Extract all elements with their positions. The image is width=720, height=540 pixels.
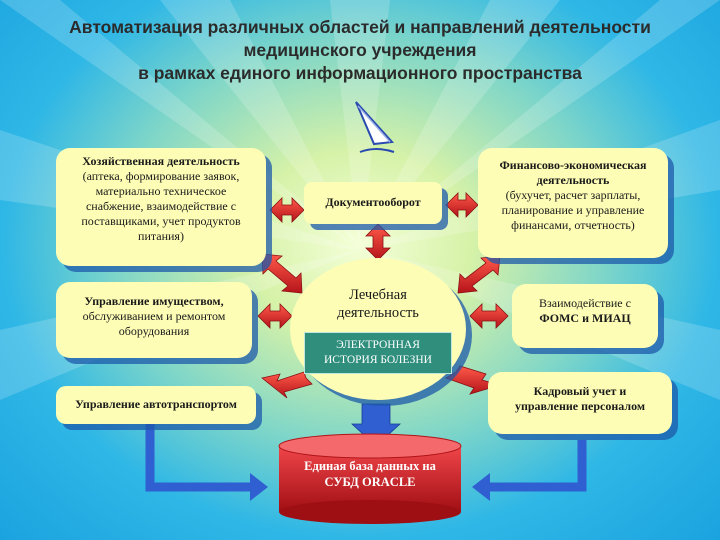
- arrow-center-hr: [445, 365, 502, 395]
- hr-line-1: Кадровый учет и: [533, 384, 627, 398]
- property-line-1: обслуживанием и ремонтом: [82, 309, 226, 323]
- finance-heading-2: деятельность: [536, 173, 610, 187]
- arrow-center-foms: [469, 303, 509, 329]
- box-transport-management: Управление автотранспортом: [56, 386, 256, 424]
- arrow-docflow-finance: [445, 192, 479, 218]
- foms-line-2: ФОМС и МИАЦ: [539, 311, 631, 325]
- arrow-finance-center: [457, 255, 501, 294]
- database-label: Единая база данных на СУБД ORACLE: [275, 458, 465, 490]
- box-foms-interaction: Взаимодействие с ФОМС и МИАЦ: [512, 284, 658, 348]
- database-cylinder: [278, 433, 462, 524]
- economic-line-3: снабжение, взаимодействие с: [85, 199, 237, 213]
- title-line-3: в рамках единого информационного простра…: [138, 63, 582, 83]
- economic-line-2: материально техническое: [95, 184, 227, 198]
- box-financial-activity: Финансово-экономическая деятельность (бу…: [478, 148, 668, 258]
- arrow-center-transport: [261, 371, 313, 399]
- economic-line-4: поставщиками, учет продуктов: [81, 214, 241, 228]
- arrow-economy-docflow: [269, 197, 305, 223]
- box-document-flow: Документооборот: [304, 182, 442, 224]
- center-title: Лечебная деятельность: [300, 286, 456, 322]
- box-hr-management: Кадровый учет и управление персоналом: [488, 372, 672, 434]
- finance-heading-1: Финансово-экономическая: [499, 158, 647, 172]
- docflow-label: Документооборот: [325, 195, 421, 209]
- box-property-management: Управление имуществом, обслуживанием и р…: [56, 282, 252, 358]
- economic-heading: Хозяйственная деятельность: [82, 154, 240, 168]
- slide-title: Автоматизация различных областей и напра…: [20, 16, 700, 85]
- economic-line-1: (аптека, формирование заявок,: [82, 169, 240, 183]
- connector-hr-db: [490, 440, 587, 492]
- arrow-property-center: [257, 303, 293, 329]
- box-economic-activity: Хозяйственная деятельность (аптека, форм…: [56, 148, 266, 266]
- arrow-docflow-center: [365, 223, 391, 261]
- property-line-2: оборудования: [118, 324, 190, 338]
- center-title-line-1: Лечебная: [349, 287, 407, 303]
- database-line-1: Единая база данных на: [304, 459, 436, 473]
- parus-logo: [355, 101, 395, 153]
- finance-line-3: финансами, отчетность): [511, 218, 635, 232]
- title-line-2: медицинского учреждения: [243, 40, 477, 60]
- economic-line-5: питания): [138, 229, 184, 243]
- connector-transport-db: [145, 420, 250, 492]
- ehr-line-1: ЭЛЕКТРОННАЯ: [336, 339, 420, 351]
- ehr-line-2: ИСТОРИЯ БОЛЕЗНИ: [324, 354, 432, 366]
- finance-line-1: (бухучет, расчет зарплаты,: [505, 188, 641, 202]
- center-medical-activity: [290, 258, 466, 400]
- property-heading: Управление имуществом,: [84, 294, 224, 308]
- foms-line-1: Взаимодействие с: [539, 296, 631, 310]
- center-title-line-2: деятельность: [337, 305, 419, 321]
- arrow-economy-center: [261, 253, 303, 294]
- electronic-health-record-box: ЭЛЕКТРОННАЯ ИСТОРИЯ БОЛЕЗНИ: [304, 332, 452, 374]
- database-line-2: СУБД ORACLE: [324, 475, 416, 489]
- arrowhead-transport-db: [250, 473, 268, 501]
- hr-line-2: управление персоналом: [514, 399, 646, 413]
- finance-line-2: планирование и управление: [501, 203, 645, 217]
- title-line-1: Автоматизация различных областей и напра…: [69, 17, 651, 37]
- arrowhead-hr-db: [472, 473, 490, 501]
- transport-label: Управление автотранспортом: [75, 397, 237, 411]
